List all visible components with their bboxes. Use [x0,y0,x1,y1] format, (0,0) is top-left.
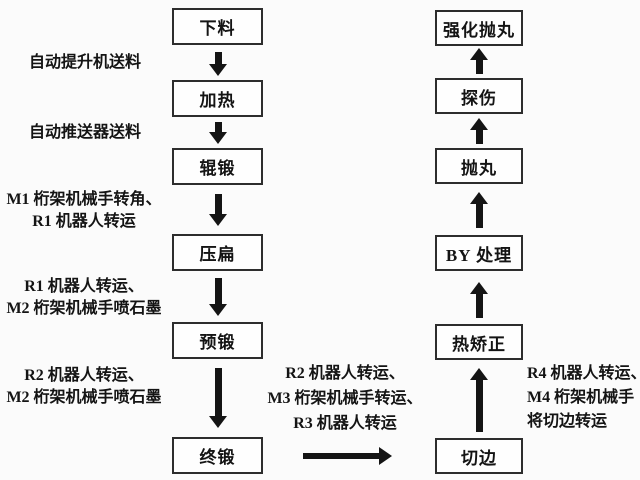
annotation-r1-m2-graphite: R1 机器人转运、 M2 桁架机械手喷石墨 [0,276,168,320]
arrow-head [209,304,227,316]
process-box-label: 热矫正 [452,334,506,354]
annotation-line: R2 机器人转运、 [285,365,405,382]
process-box-label: 压扁 [199,245,236,264]
process-box-by-treatment: BY 处理 [435,235,523,271]
process-box-label: 预锻 [199,333,236,352]
arrow-shaft [214,278,222,304]
annotation-line: 自动提升机送料 [28,54,141,71]
process-box-label: BY 处理 [445,245,513,265]
arrow-head [470,192,488,204]
process-box-label: 强化抛丸 [443,20,515,40]
annotation-line: R4 机器人转运、 [527,365,640,382]
down-arrow-icon [209,368,227,428]
annotation-r4-m4-trim-transfer: R4 机器人转运、 M4 桁架机械手 将切边转运 [527,362,640,434]
arrow-head [470,282,488,294]
annotation-line: R2 机器人转运、 [24,367,144,384]
process-box-label: 加热 [199,91,236,110]
process-box-blanking: 下料 [172,8,263,45]
annotation-line: M2 桁架机械手喷石墨 [6,300,162,317]
process-box-trimming: 切边 [435,438,523,474]
annotation-r2-m3-r3-transfer: R2 机器人转运、 M3 桁架机械手转运、 R3 机器人转运 [267,361,423,436]
arrow-head [209,214,227,226]
process-box-heating: 加热 [172,80,263,117]
up-arrow-icon [470,192,488,228]
process-box-flattening: 压扁 [172,234,263,271]
annotation-r2-m2-graphite: R2 机器人转运、 M2 桁架机械手喷石墨 [0,365,168,409]
arrow-head [209,416,227,428]
annotation-line: M4 桁架机械手 [527,389,635,406]
process-box-strengthen-shot-blasting: 强化抛丸 [435,10,523,46]
down-arrow-icon [209,122,227,144]
arrow-head [470,368,488,380]
arrow-shaft [214,194,222,214]
annotation-line: M1 桁架机械手转角、 [6,191,162,208]
arrow-shaft [475,130,483,144]
annotation-line: M3 桁架机械手转运、 [267,390,423,407]
process-box-label: 辊锻 [199,159,236,178]
annotation-line: 自动推送器送料 [28,124,141,141]
arrow-shaft [214,52,222,64]
arrow-shaft [475,204,483,228]
down-arrow-icon [209,52,227,76]
up-arrow-icon [470,368,488,432]
up-arrow-icon [470,118,488,144]
annotation-m1-r1-transfer: M1 桁架机械手转角、 R1 机器人转运 [0,189,168,233]
arrow-shaft [214,368,222,416]
up-arrow-icon [470,48,488,74]
arrow-head [209,64,227,76]
arrow-shaft [475,380,483,432]
arrow-head [470,48,488,60]
process-box-label: 探伤 [461,88,497,108]
arrow-shaft [214,122,222,132]
process-box-hot-straightening: 热矫正 [435,324,523,360]
down-arrow-icon [209,278,227,316]
arrow-shaft [475,60,483,74]
annotation-line: R3 机器人转运 [293,415,397,432]
process-box-pre-forging: 预锻 [172,322,263,359]
arrow-head [379,447,392,465]
arrow-shaft [303,453,379,459]
annotation-line: M2 桁架机械手喷石墨 [6,389,162,406]
process-box-label: 抛丸 [461,158,497,178]
right-arrow-icon [303,447,392,465]
process-box-label: 终锻 [199,448,236,467]
process-box-roll-forging: 辊锻 [172,148,263,185]
down-arrow-icon [209,194,227,226]
process-box-shot-blasting: 抛丸 [435,148,523,184]
process-box-label: 切边 [461,448,497,468]
annotation-auto-pusher-feed: 自动推送器送料 [0,122,170,144]
annotation-line: R1 机器人转运、 [24,278,144,295]
process-box-label: 下料 [199,19,236,38]
process-box-flaw-detection: 探伤 [435,78,523,114]
arrow-head [209,132,227,144]
arrow-head [470,118,488,130]
process-box-final-forging: 终锻 [172,437,263,474]
up-arrow-icon [470,282,488,318]
annotation-auto-lifter-feed: 自动提升机送料 [0,52,170,74]
arrow-shaft [475,294,483,318]
annotation-line: R1 机器人转运 [32,213,136,230]
annotation-line: 将切边转运 [527,413,608,430]
